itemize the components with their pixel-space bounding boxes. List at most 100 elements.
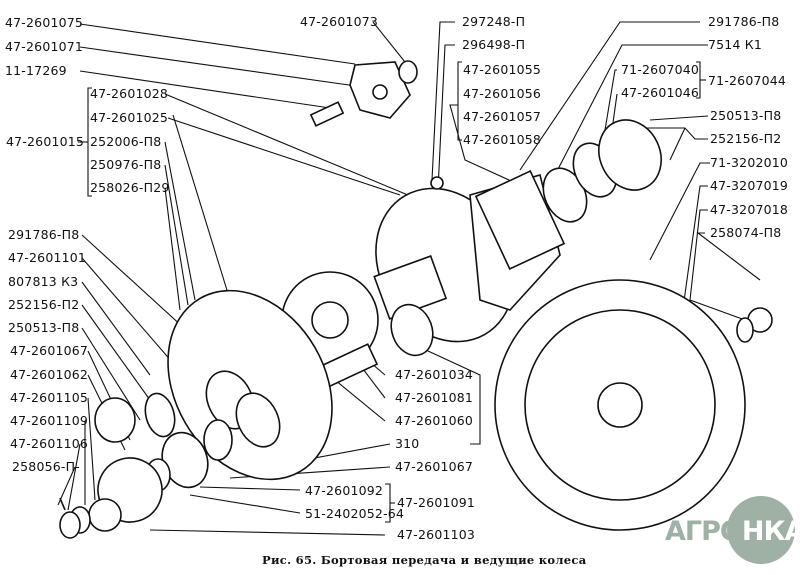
gasket — [144, 392, 176, 438]
bracket — [457, 61, 462, 141]
leader-line — [67, 443, 81, 511]
part-label: 47-3207019 — [710, 178, 789, 193]
leader-line — [164, 187, 181, 311]
leader-line — [414, 344, 481, 445]
part-label: 47-2601055 — [463, 62, 542, 77]
leader-line — [81, 304, 151, 401]
part-label: 47-2601067 — [395, 459, 474, 474]
part-label: 297248-П — [462, 14, 526, 29]
leader-line — [79, 46, 371, 89]
cotter-pin — [59, 497, 66, 511]
part-label: 47-2601028 — [90, 86, 169, 101]
part-label: 47-2601046 — [621, 85, 700, 100]
part-label: 47-2601057 — [463, 109, 542, 124]
part-label: 47-2601106 — [10, 436, 89, 451]
washer — [736, 317, 754, 343]
part-label: 47-2601071 — [5, 39, 84, 54]
bearing-seat — [235, 392, 281, 448]
part-label: 51-2402052-64 — [305, 506, 405, 521]
part-label: 47-2601092 — [305, 483, 384, 498]
lock-plate — [59, 511, 81, 539]
part-label: 47-2601075 — [5, 15, 84, 30]
leader-line — [649, 162, 710, 261]
leader-line — [640, 127, 708, 140]
part-label: 258056-П- — [12, 459, 80, 474]
sprocket-hub — [597, 382, 643, 428]
drive-cover-cap — [94, 397, 136, 443]
part-label: 252156-П2 — [710, 131, 782, 146]
leader-line — [164, 93, 421, 201]
part-label: 250513-П8 — [8, 320, 80, 335]
leader-line — [431, 21, 455, 181]
drain-plug — [430, 176, 444, 190]
leader-line — [519, 21, 700, 171]
leader-line — [669, 127, 686, 161]
part-label: 47-2601025 — [90, 110, 169, 125]
cover-plug — [372, 84, 388, 100]
part-label: 258026-П29 — [90, 180, 170, 195]
leader-line — [189, 494, 301, 514]
part-label: 291786-П8 — [8, 227, 80, 242]
part-label: 47-2601091 — [397, 495, 476, 510]
leader-line — [81, 281, 151, 376]
part-label: 47-3207018 — [710, 202, 789, 217]
leader-line — [164, 164, 189, 306]
part-label: 258074-П8 — [710, 225, 782, 240]
leader-line — [649, 115, 709, 121]
part-label: 71-2607044 — [708, 73, 787, 88]
leader-line — [679, 185, 708, 331]
part-label: 47-2601034 — [395, 367, 474, 382]
leader-line — [437, 44, 455, 191]
leader-line — [164, 141, 196, 301]
watermark-circle — [727, 496, 795, 564]
part-label: 47-2601103 — [397, 527, 476, 542]
part-label: 7514 К1 — [708, 37, 763, 52]
seal-ring — [203, 419, 233, 461]
part-label: 250976-П8 — [90, 157, 162, 172]
bearing-cover — [598, 119, 662, 191]
part-label: 807813 К3 — [8, 274, 79, 289]
coupling-gear — [88, 498, 122, 532]
part-label: 47-2601081 — [395, 390, 474, 405]
leader-line — [167, 117, 401, 196]
bellows-seal — [474, 170, 566, 270]
part-label: 71-2607040 — [621, 62, 700, 77]
part-label: 47-2601015 — [6, 134, 85, 149]
figure-caption: Рис. 65. Бортовая передача и ведущие кол… — [262, 553, 587, 567]
leader-line — [334, 379, 386, 422]
leader-line — [79, 23, 356, 65]
part-label: 47-2601067 — [10, 343, 89, 358]
part-label: 11-17269 — [5, 63, 67, 78]
roller-bearing — [390, 303, 434, 357]
part-label: 47-2601056 — [463, 86, 542, 101]
leader-line — [696, 232, 761, 281]
watermark-logo: АГРОНКА — [665, 496, 800, 566]
part-label: 47-2601101 — [8, 250, 87, 265]
part-label: 250513-П8 — [710, 108, 782, 123]
leader-line — [149, 529, 386, 536]
part-label: 310 — [395, 436, 420, 451]
gasket-ring — [398, 60, 418, 84]
leader-line — [199, 486, 301, 491]
breather-plug — [309, 101, 345, 127]
leader-line — [172, 114, 231, 301]
part-label: 47-2601062 — [10, 367, 89, 382]
part-label: 71-3202010 — [710, 155, 789, 170]
part-label: 252006-П8 — [90, 134, 162, 149]
leader-line — [554, 44, 708, 176]
leader-line — [449, 104, 521, 186]
part-label: 252156-П2 — [8, 297, 80, 312]
leader-line — [87, 397, 96, 501]
leader-line — [372, 21, 406, 63]
part-label: 47-2601058 — [463, 132, 542, 147]
watermark-text-left: АГРО — [665, 516, 743, 547]
gear-spline-bore — [311, 301, 349, 339]
part-label: 47-2601109 — [10, 413, 89, 428]
part-label: 291786-П8 — [708, 14, 780, 29]
part-label: 47-2601105 — [10, 390, 89, 405]
part-label: 296498-П — [462, 37, 526, 52]
part-label: 47-2601073 — [300, 14, 379, 29]
leader-line — [689, 209, 746, 321]
part-label: 47-2601060 — [395, 413, 474, 428]
